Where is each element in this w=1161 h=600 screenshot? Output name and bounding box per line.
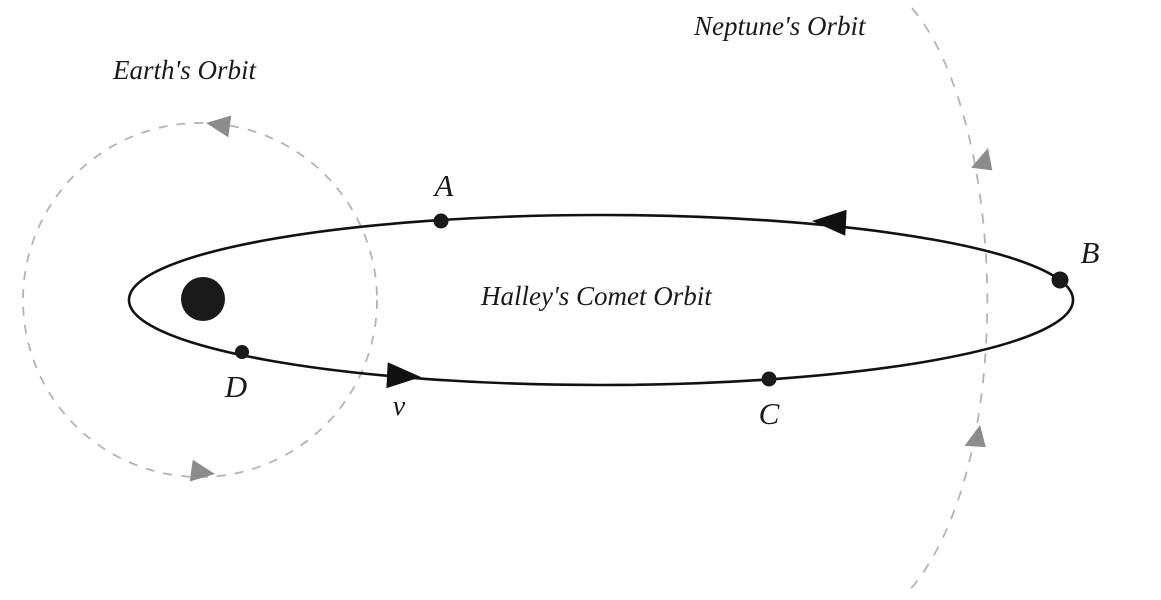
- orbit-point-a: [433, 213, 449, 229]
- orbit-point-c-label: C: [759, 396, 780, 431]
- velocity-arrow: [386, 362, 421, 389]
- earth-orbit-direction-arrow-bottom: [189, 459, 215, 482]
- earth-orbit-direction-arrow-top: [206, 115, 232, 138]
- orbit-point-d-label: D: [224, 369, 247, 404]
- orbit-point-c: [761, 371, 777, 387]
- comet-orbit-label: Halley's Comet Orbit: [480, 281, 713, 311]
- neptune-orbit-direction-arrow-lower: [964, 425, 986, 448]
- orbit-point-d: [235, 345, 249, 359]
- neptune-orbit-path: [907, 7, 989, 593]
- sun: [181, 277, 225, 321]
- earth-orbit-label: Earth's Orbit: [112, 55, 258, 85]
- velocity-vector-label: v: [393, 391, 406, 422]
- orbit-point-b: [1051, 271, 1069, 289]
- neptune-orbit-direction-arrow-upper: [971, 148, 993, 171]
- neptune-orbit-label: Neptune's Orbit: [693, 11, 867, 41]
- orbit-point-a-label: A: [433, 168, 455, 203]
- orbit-point-b-label: B: [1081, 235, 1100, 270]
- halleys-comet-orbit-path: [127, 213, 1075, 387]
- comet-orbit-direction-arrow: [812, 209, 847, 236]
